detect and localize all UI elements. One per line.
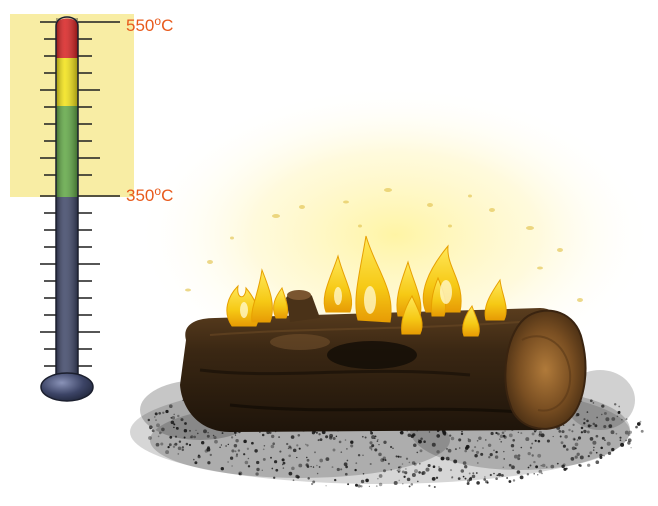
- thermometer-bulb: [40, 372, 94, 402]
- high-temperature-value: 550: [126, 16, 155, 35]
- thermometer-scale-ticks: [40, 21, 120, 367]
- low-temperature-unit: C: [161, 186, 174, 205]
- high-temperature-label: 550o C: [126, 14, 174, 35]
- thermometer: [40, 16, 120, 402]
- high-temperature-degree: o: [154, 14, 162, 28]
- ember-sparks: [185, 188, 583, 302]
- low-temperature-degree: o: [154, 184, 162, 198]
- high-temperature-unit: C: [161, 16, 174, 35]
- flames: [226, 235, 507, 337]
- low-temperature-label: 350o C: [126, 184, 174, 205]
- low-temperature-value: 350: [126, 186, 155, 205]
